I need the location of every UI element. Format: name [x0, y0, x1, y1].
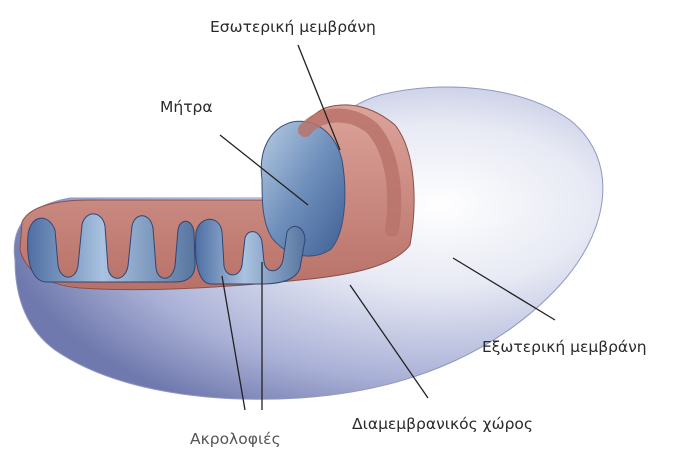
label-cristae: Ακρολοφιές: [190, 430, 281, 448]
label-intermembrane-space: Διαμεμβρανικός χώρος: [352, 415, 533, 433]
label-matrix: Μήτρα: [160, 98, 213, 116]
label-outer-membrane: Εξωτερική μεμβράνη: [482, 338, 647, 356]
label-inner-membrane: Εσωτερική μεμβράνη: [210, 18, 376, 36]
